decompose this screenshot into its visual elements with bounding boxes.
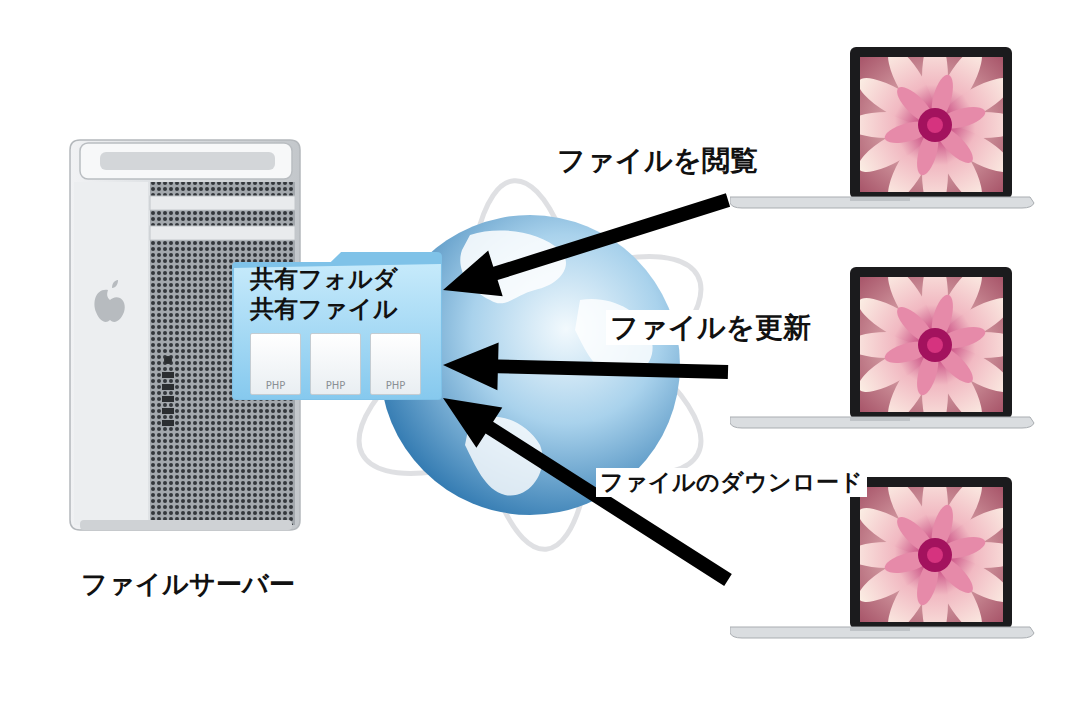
folder-text: 共有ファイル: [232, 294, 443, 324]
connector-arrow: [443, 342, 728, 390]
shared-folder: 共有フォルダ共有ファイル PHP PHP PHP: [232, 250, 443, 400]
php-file: PHP: [250, 333, 301, 395]
laptop-image: [730, 257, 1034, 433]
folder-text: 共有フォルダ: [232, 250, 443, 294]
laptop-image: [730, 37, 1034, 213]
laptop: [728, 43, 1033, 208]
server-tower: [70, 140, 300, 530]
php-file: PHP: [310, 333, 361, 395]
file-text: PHP: [371, 380, 420, 391]
globe: [329, 175, 730, 554]
edge-label: ファイルを更新: [606, 310, 815, 345]
edge-label: ファイルのダウンロード: [596, 468, 867, 497]
server-label: ファイルサーバー: [60, 567, 316, 602]
laptop: [728, 263, 1033, 428]
edge-label: ファイルを閲覧: [553, 143, 762, 178]
file-text: PHP: [311, 380, 360, 391]
file-text: PHP: [251, 380, 300, 391]
laptop: [728, 473, 1033, 638]
connector-arrow: [443, 193, 730, 296]
php-file: PHP: [370, 333, 421, 395]
